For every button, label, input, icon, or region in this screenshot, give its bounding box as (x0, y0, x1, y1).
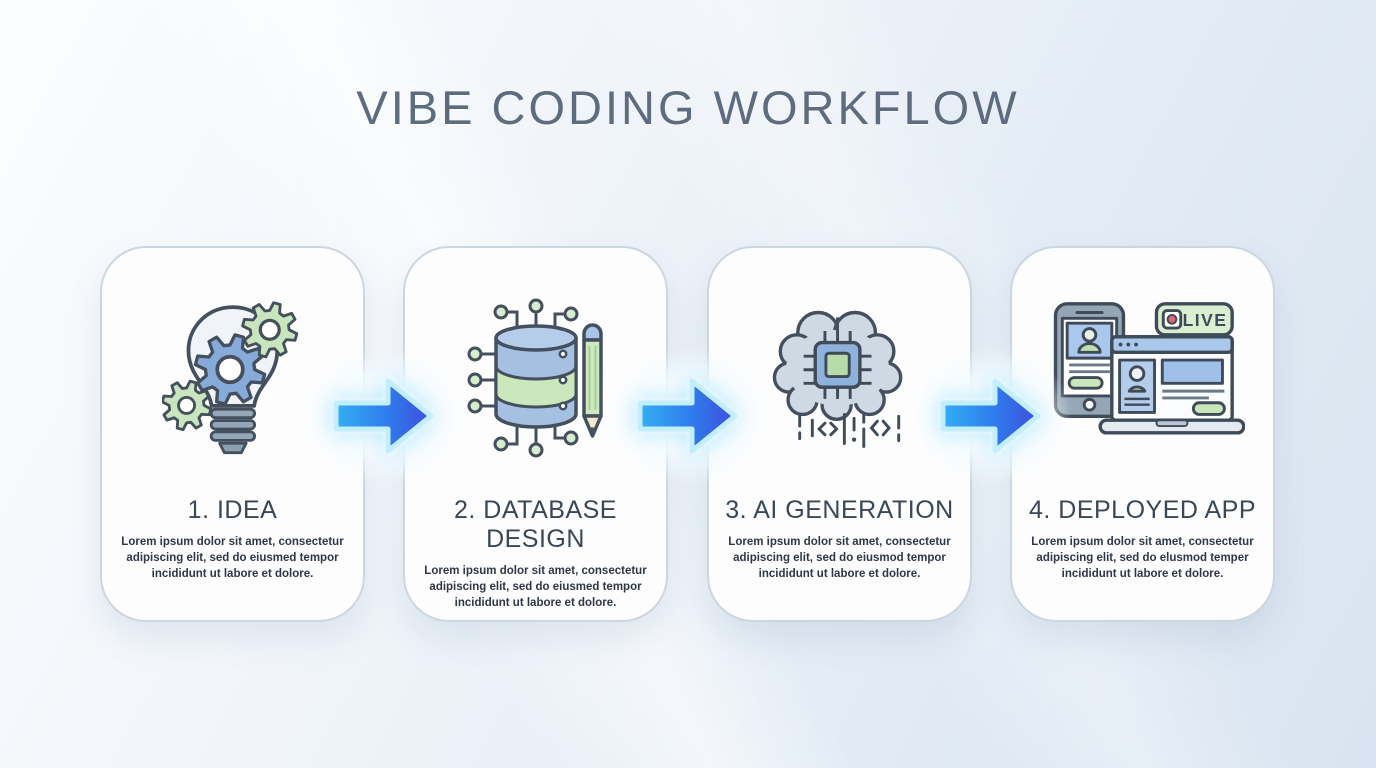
step-title: 4. DEPLOYED APP (1028, 496, 1257, 524)
arrow-right-icon (939, 372, 1043, 460)
step-description: Lorem ipsum dolor sit amet, consectetur … (424, 565, 647, 610)
chip-core (824, 351, 851, 378)
step-description: Lorem ipsum dolor sit amet, consectetur … (1031, 536, 1254, 581)
page-title: VIBE CODING WORKFLOW (356, 81, 1020, 134)
live-red-dot (1166, 313, 1177, 325)
step-title: 2. DATABASE DESIGN (454, 496, 617, 553)
step-title: 3. AI GENERATION (725, 496, 954, 524)
arrow-right-icon (332, 372, 436, 460)
live-badge-label: LIVE (1182, 310, 1227, 330)
step-description: Lorem ipsum dolor sit amet, consectetur … (121, 536, 344, 581)
step-title: 1. IDEA (187, 496, 278, 524)
live-badge: LIVE (1154, 301, 1234, 337)
arrow-right-icon (636, 372, 740, 460)
database-cylinder (493, 324, 578, 429)
step-description: Lorem ipsum dolor sit amet, consectetur … (728, 536, 951, 581)
lightbulb-base (209, 407, 256, 442)
laptop (1098, 334, 1246, 435)
pencil (581, 323, 603, 438)
code-rain (798, 412, 901, 448)
